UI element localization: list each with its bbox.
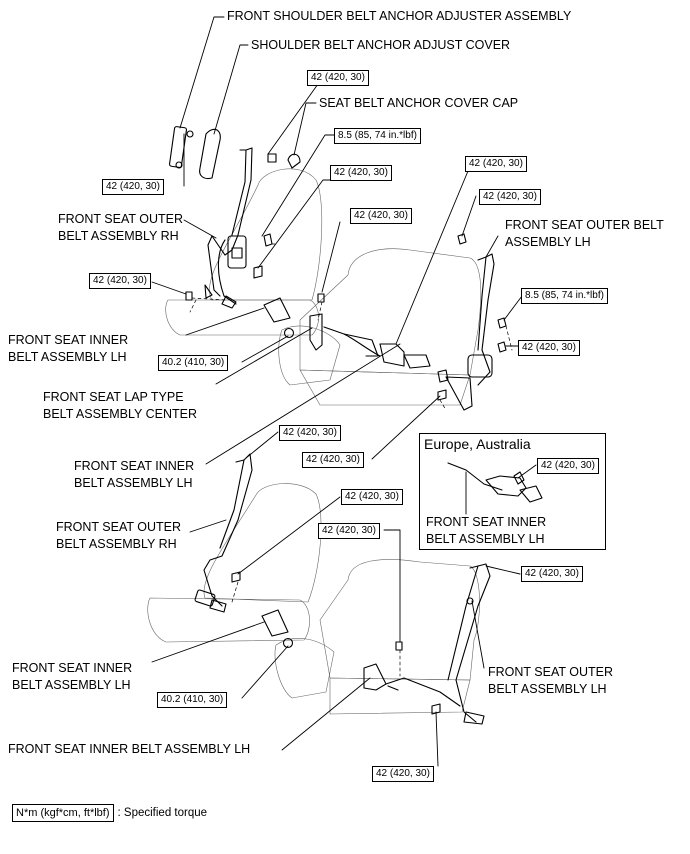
legend-unit-box: N*m (kgf*cm, ft*lbf)	[12, 804, 114, 822]
top-inner-buckle	[263, 297, 323, 351]
top-outer-lh-belt	[317, 233, 507, 411]
label-inner-lh-top-1: FRONT SEAT INNER	[8, 333, 129, 347]
label-shoulder-anchor-cover: SHOULDER BELT ANCHOR ADJUST COVER	[251, 38, 511, 52]
label-inner-lh-mid-1: FRONT SEAT INNER	[74, 459, 195, 473]
torque-box: 42 (420, 30)	[518, 340, 580, 356]
torque-box: 42 (420, 30)	[350, 208, 412, 224]
inset-title: Europe, Australia	[424, 436, 531, 452]
torque-box: 42 (420, 30)	[318, 523, 380, 539]
top-right-seat	[278, 248, 482, 406]
label-inner-lh-bot-1: FRONT SEAT INNER	[12, 661, 133, 675]
label-lap-center-1: FRONT SEAT LAP TYPE	[43, 390, 184, 404]
label-inner-lh-top-2: BELT ASSEMBLY LH	[8, 350, 127, 364]
leader-lines	[151, 16, 537, 767]
bottom-inner-lh-belt	[363, 641, 461, 715]
torque-box: 42 (420, 30)	[537, 458, 599, 474]
torque-box: 42 (420, 30)	[465, 156, 527, 172]
label-outer-rh-top-2: BELT ASSEMBLY RH	[58, 229, 179, 243]
torque-box: 42 (420, 30)	[479, 189, 541, 205]
torque-box: 42 (420, 30)	[521, 566, 583, 582]
europe-australia-inset: Europe, Australia 42 (420, 30) FRONT SEA…	[419, 433, 606, 550]
label-outer-lh-bot-2: BELT ASSEMBLY LH	[488, 682, 607, 696]
label-outer-lh-top-1: FRONT SEAT OUTER BELT	[505, 218, 664, 232]
bottom-inner-buckle	[261, 609, 294, 649]
label-outer-rh-bot-2: BELT ASSEMBLY RH	[56, 537, 177, 551]
label-inner-lh-full: FRONT SEAT INNER BELT ASSEMBLY LH	[8, 742, 251, 756]
inset-belt	[447, 462, 543, 503]
label-inner-lh-bot-2: BELT ASSEMBLY LH	[12, 678, 131, 692]
top-outer-rh-belt	[168, 126, 301, 309]
label-outer-lh-top-2: ASSEMBLY LH	[505, 235, 591, 249]
top-left-seat	[165, 168, 323, 336]
label-inset-inner-1: FRONT SEAT INNER	[426, 515, 547, 529]
torque-box: 40.2 (410, 30)	[158, 355, 229, 371]
torque-legend: N*m (kgf*cm, ft*lbf): Specified torque	[12, 803, 207, 822]
torque-box: 42 (420, 30)	[372, 766, 434, 782]
torque-box: 42 (420, 30)	[341, 489, 403, 505]
torque-box: 8.5 (85, 74 in.*lbf)	[521, 288, 608, 304]
bottom-outer-rh-belt	[194, 453, 253, 613]
legend-text: : Specified torque	[117, 807, 208, 819]
torque-box: 42 (420, 30)	[279, 425, 341, 441]
torque-box: 42 (420, 30)	[302, 452, 364, 468]
label-outer-rh-top-1: FRONT SEAT OUTER	[58, 212, 184, 226]
label-anchor-cover-cap: SEAT BELT ANCHOR COVER CAP	[319, 96, 519, 110]
label-inner-lh-mid-2: BELT ASSEMBLY LH	[74, 476, 193, 490]
label-shoulder-anchor-adjuster: FRONT SHOULDER BELT ANCHOR ADJUSTER ASSE…	[227, 9, 572, 23]
label-outer-rh-bot-1: FRONT SEAT OUTER	[56, 520, 182, 534]
label-lap-center-2: BELT ASSEMBLY CENTER	[43, 407, 197, 421]
bottom-right-seat	[274, 559, 480, 715]
torque-box: 40.2 (410, 30)	[157, 692, 228, 708]
torque-box: 8.5 (85, 74 in.*lbf)	[334, 128, 421, 144]
dashed-guides	[189, 243, 513, 677]
torque-box: 42 (420, 30)	[89, 273, 151, 289]
top-center-lap-belt	[323, 326, 431, 369]
torque-box: 42 (420, 30)	[307, 70, 369, 86]
label-outer-lh-bot-1: FRONT SEAT OUTER	[488, 665, 614, 679]
bottom-outer-lh-belt	[447, 563, 491, 725]
torque-box: 42 (420, 30)	[102, 179, 164, 195]
torque-box: 42 (420, 30)	[330, 165, 392, 181]
label-inset-inner-2: BELT ASSEMBLY LH	[426, 532, 545, 546]
